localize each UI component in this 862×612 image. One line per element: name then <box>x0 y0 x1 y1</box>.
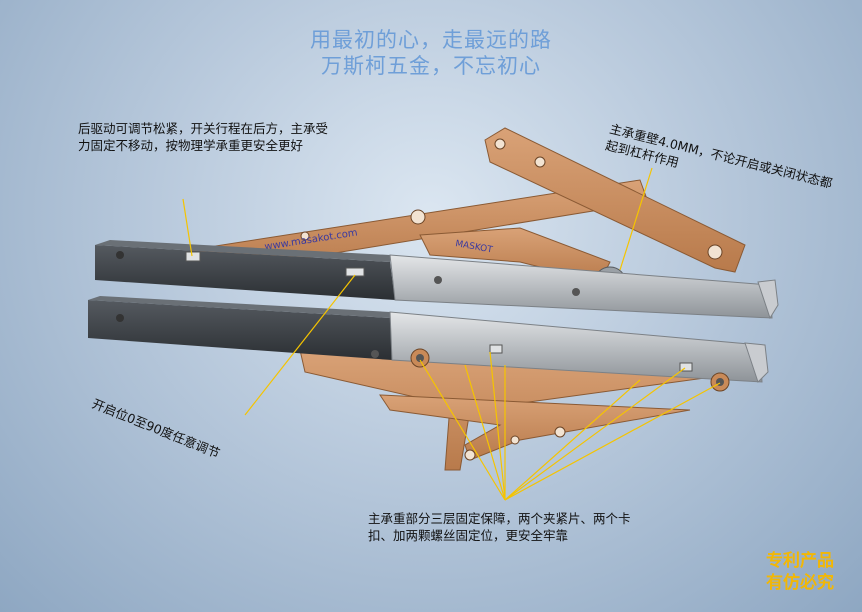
lower-arm-assembly <box>299 349 706 471</box>
annotation-fixing-parts: 主承重部分三层固定保障，两个夹紧片、两个卡扣、加两颗螺丝固定位，更安全牢靠 <box>368 511 631 543</box>
bottom-rail <box>88 296 769 392</box>
annotation-rear-drive: 后驱动可调节松紧，开关行程在后方，主承受力固定不移动，按物理学承重更安全更好 <box>78 121 329 153</box>
slogan-line-1: 用最初的心，走最远的路 <box>310 28 552 52</box>
slogan-line-2: 万斯柯五金，不忘初心 <box>321 54 541 78</box>
top-rail <box>95 240 779 320</box>
pointer-lines <box>182 167 721 501</box>
patent-line-1: 专利产品 <box>766 551 834 571</box>
patent-line-2: 有仿必究 <box>766 573 834 593</box>
